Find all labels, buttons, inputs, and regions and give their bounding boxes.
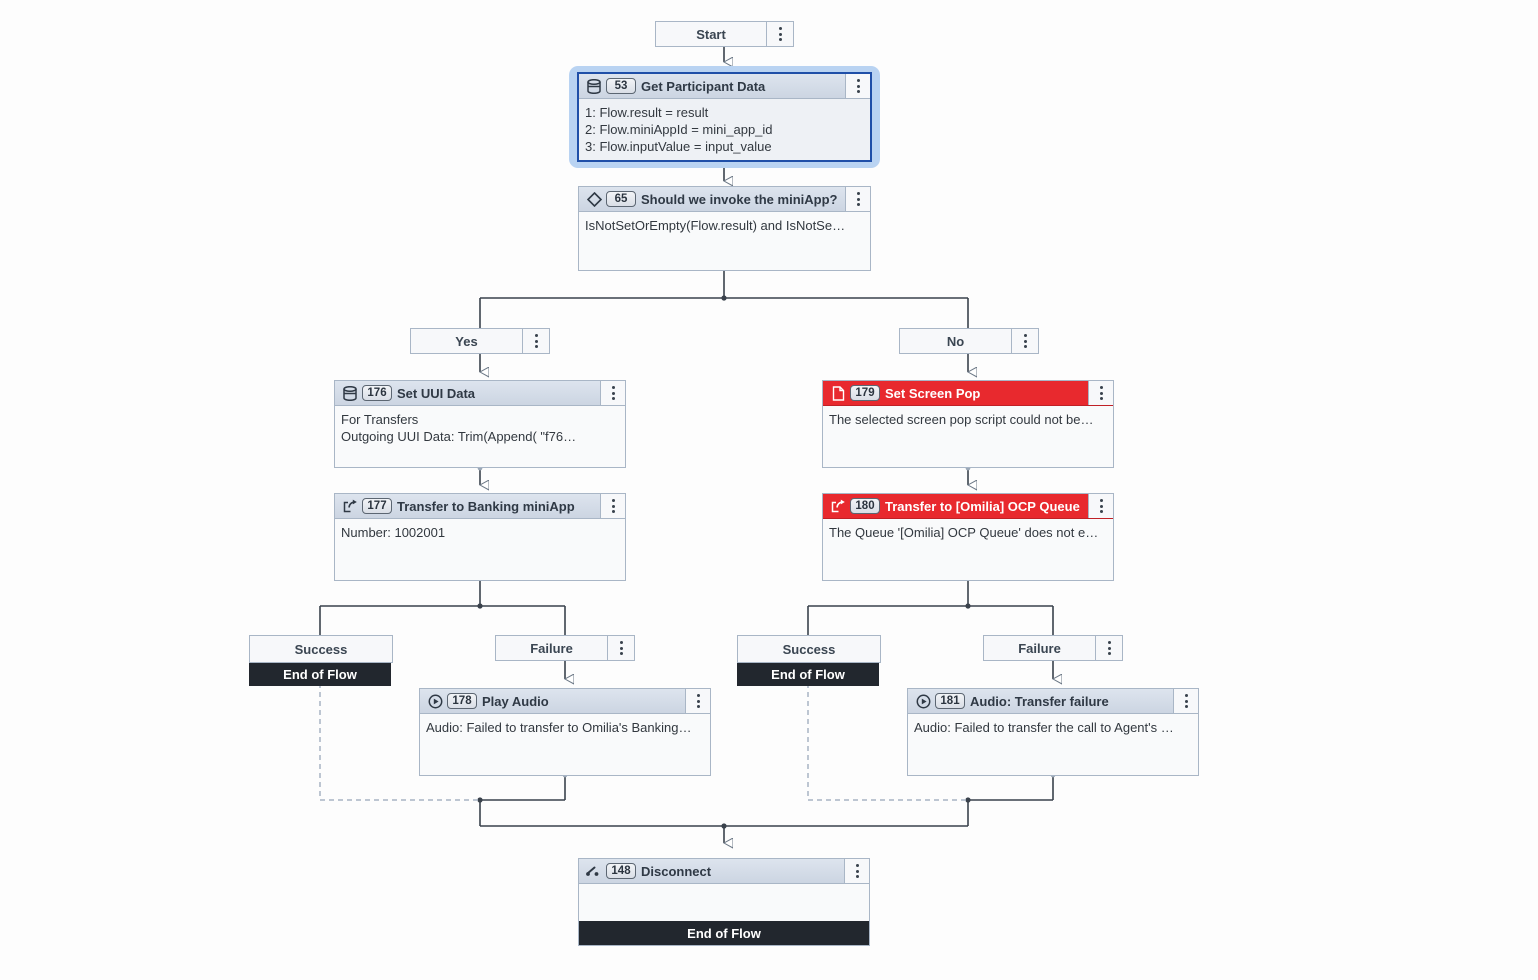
node-body: For Transfers Outgoing UUI Data: Trim(Ap…: [335, 406, 625, 449]
node-body-line: The Queue '[Omilia] OCP Queue' does not …: [829, 525, 1099, 540]
node-body: Audio: Failed to transfer the call to Ag…: [908, 714, 1198, 740]
kebab-menu-icon[interactable]: [607, 636, 634, 660]
node-body-line: Outgoing UUI Data: Trim(Append( "f76…: [341, 429, 577, 444]
node-body: Audio: Failed to transfer to Omilia's Ba…: [420, 714, 710, 740]
node-title: Transfer to [Omilia] OCP Queue: [885, 498, 1080, 514]
branch-failure-right[interactable]: Failure: [983, 635, 1123, 661]
node-body-line: Audio: Failed to transfer the call to Ag…: [914, 720, 1174, 735]
node-header: 148 Disconnect: [579, 859, 869, 884]
node-header: 53 Get Participant Data: [579, 74, 870, 99]
node-body-line: The selected screen pop script could not…: [829, 412, 1094, 427]
node-title: Get Participant Data: [641, 78, 766, 94]
kebab-menu-icon[interactable]: [844, 859, 869, 883]
node-body-line: Number: 1002001: [341, 525, 446, 540]
node-body: [579, 884, 869, 921]
kebab-menu-icon[interactable]: [845, 187, 870, 211]
branch-success-left[interactable]: Success End of Flow: [249, 635, 393, 686]
end-of-flow-badge: End of Flow: [249, 663, 391, 686]
node-body-line: 2: Flow.miniAppId = mini_app_id: [585, 122, 773, 137]
document-icon: [827, 385, 849, 401]
branch-yes-label: Yes: [455, 333, 478, 349]
node-header: 177 Transfer to Banking miniApp: [335, 494, 625, 519]
node-body-line: IsNotSetOrEmpty(Flow.result) and IsNotSe…: [585, 218, 846, 233]
node-header: 181 Audio: Transfer failure: [908, 689, 1198, 714]
play-audio-icon: [912, 694, 934, 709]
node-title: Transfer to Banking miniApp: [397, 498, 575, 514]
node-set-uui-data[interactable]: 176 Set UUI Data For Transfers Outgoing …: [334, 380, 626, 468]
node-id-badge: 179: [850, 385, 880, 401]
transfer-out-icon: [827, 499, 849, 513]
node-title: Set Screen Pop: [885, 385, 981, 401]
end-of-flow-badge: End of Flow: [737, 663, 879, 686]
kebab-menu-icon[interactable]: [766, 22, 793, 46]
kebab-menu-icon[interactable]: [685, 689, 710, 713]
node-transfer-to-banking-miniapp[interactable]: 177 Transfer to Banking miniApp Number: …: [334, 493, 626, 581]
branch-yes[interactable]: Yes: [410, 328, 550, 354]
node-body: The selected screen pop script could not…: [823, 406, 1113, 432]
hangup-phone-icon: [583, 865, 605, 878]
node-start[interactable]: Start: [655, 21, 794, 47]
kebab-menu-icon[interactable]: [1173, 689, 1198, 713]
node-body: Number: 1002001: [335, 519, 625, 545]
node-id-badge: 53: [606, 78, 636, 94]
branch-success-left-header[interactable]: Success: [249, 635, 393, 663]
node-audio-transfer-failure[interactable]: 181 Audio: Transfer failure Audio: Faile…: [907, 688, 1199, 776]
node-body: 1: Flow.result = result 2: Flow.miniAppI…: [579, 99, 870, 159]
node-id-badge: 176: [362, 385, 392, 401]
node-transfer-to-omilia-ocp-queue[interactable]: 180 Transfer to [Omilia] OCP Queue The Q…: [822, 493, 1114, 581]
node-body: IsNotSetOrEmpty(Flow.result) and IsNotSe…: [579, 212, 870, 238]
kebab-menu-icon[interactable]: [600, 494, 625, 518]
node-id-badge: 178: [447, 693, 477, 709]
kebab-menu-icon[interactable]: [522, 329, 549, 353]
node-title: Audio: Transfer failure: [970, 693, 1109, 709]
branch-failure-left-label: Failure: [530, 640, 573, 656]
kebab-menu-icon[interactable]: [1095, 636, 1122, 660]
node-header: 65 Should we invoke the miniApp?: [579, 187, 870, 212]
node-play-audio[interactable]: 178 Play Audio Audio: Failed to transfer…: [419, 688, 711, 776]
node-body-line: Audio: Failed to transfer to Omilia's Ba…: [426, 720, 692, 735]
branch-success-left-label: Success: [294, 641, 348, 657]
play-audio-icon: [424, 694, 446, 709]
branch-success-right[interactable]: Success End of Flow: [737, 635, 881, 686]
node-header: 180 Transfer to [Omilia] OCP Queue: [823, 494, 1113, 519]
kebab-menu-icon[interactable]: [845, 74, 870, 98]
kebab-menu-icon[interactable]: [1011, 329, 1038, 353]
node-start-label: Start: [696, 26, 726, 42]
node-title: Disconnect: [641, 863, 712, 879]
node-header: 178 Play Audio: [420, 689, 710, 714]
database-icon: [583, 78, 605, 94]
node-title: Should we invoke the miniApp?: [641, 191, 838, 207]
node-get-participant-data[interactable]: 53 Get Participant Data 1: Flow.result =…: [577, 72, 872, 162]
node-title: Set UUI Data: [397, 385, 476, 401]
node-body-line: For Transfers: [341, 412, 419, 427]
node-should-we-invoke-miniapp[interactable]: 65 Should we invoke the miniApp? IsNotSe…: [578, 186, 871, 271]
node-header: 179 Set Screen Pop: [823, 381, 1113, 406]
kebab-menu-icon[interactable]: [600, 381, 625, 405]
node-header: 176 Set UUI Data: [335, 381, 625, 406]
node-set-screen-pop[interactable]: 179 Set Screen Pop The selected screen p…: [822, 380, 1114, 468]
node-body-line: 3: Flow.inputValue = input_value: [585, 139, 772, 154]
node-title: Play Audio: [482, 693, 549, 709]
branch-no[interactable]: No: [899, 328, 1039, 354]
node-id-badge: 180: [850, 498, 880, 514]
node-id-badge: 65: [606, 191, 636, 207]
kebab-menu-icon[interactable]: [1088, 494, 1113, 518]
node-id-badge: 181: [935, 693, 965, 709]
branch-no-label: No: [946, 333, 965, 349]
node-id-badge: 177: [362, 498, 392, 514]
branch-failure-left[interactable]: Failure: [495, 635, 635, 661]
node-id-badge: 148: [606, 863, 636, 879]
branch-success-right-label: Success: [782, 641, 836, 657]
node-disconnect[interactable]: 148 Disconnect End of Flow: [578, 858, 870, 946]
database-icon: [339, 385, 361, 401]
branch-success-right-header[interactable]: Success: [737, 635, 881, 663]
transfer-out-icon: [339, 499, 361, 513]
node-body-line: 1: Flow.result = result: [585, 105, 709, 120]
branch-failure-right-label: Failure: [1018, 640, 1061, 656]
kebab-menu-icon[interactable]: [1088, 381, 1113, 405]
node-body: The Queue '[Omilia] OCP Queue' does not …: [823, 519, 1113, 545]
end-of-flow-badge: End of Flow: [579, 921, 869, 945]
diamond-decision-icon: [583, 191, 605, 207]
